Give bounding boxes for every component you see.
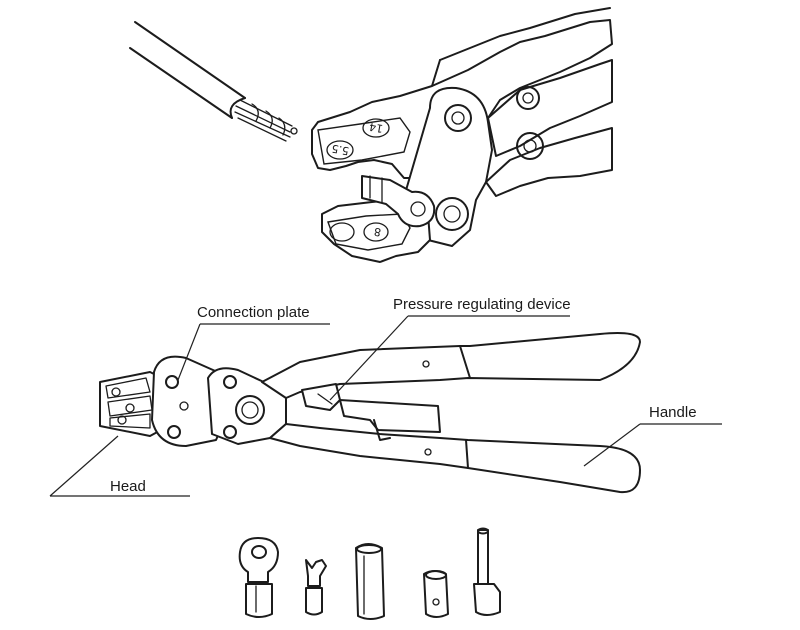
pin-terminal-icon — [473, 527, 501, 616]
die-mark-upper-a: 14 — [368, 120, 384, 135]
short-sleeve-connector-icon — [423, 570, 449, 618]
label-connection-plate: Connection plate — [197, 304, 310, 321]
die-mark-lower-a: 8 — [373, 225, 382, 239]
head-detail: 14 5.5 8 — [311, 7, 613, 263]
ring-terminal-icon — [238, 537, 279, 618]
leader-lines — [49, 315, 722, 497]
butt-connector-icon — [355, 543, 385, 620]
die-mark-upper-b: 5.5 — [331, 142, 350, 158]
label-head: Head — [110, 478, 146, 495]
label-handle: Handle — [649, 404, 697, 421]
spade-terminal-icon — [305, 559, 327, 616]
label-pressure-regulating-device: Pressure regulating device — [393, 296, 571, 313]
crimping-tool — [99, 332, 641, 494]
cable-illustration — [129, 21, 298, 142]
